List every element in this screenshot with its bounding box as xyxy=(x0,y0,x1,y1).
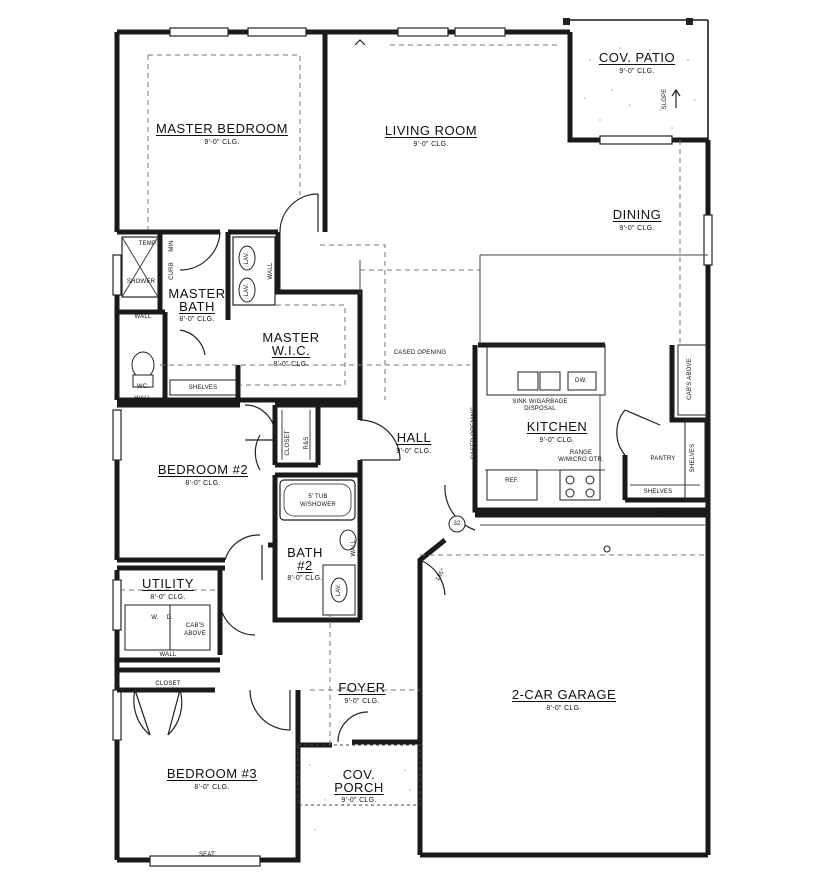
master-wic-label-1: MASTER xyxy=(262,330,320,345)
foyer-label: FOYER xyxy=(338,680,386,695)
shower-note: SHOWER xyxy=(126,279,156,285)
dining-ceiling: 9'-0" CLG. xyxy=(619,225,655,232)
rs-note: R&S xyxy=(304,436,310,450)
wc-note: WC. xyxy=(136,384,150,390)
ref-note: REF. xyxy=(505,478,519,484)
door-swings xyxy=(133,193,661,743)
bedroom2-ceiling: 8'-0" CLG. xyxy=(185,480,221,487)
living-room-ceiling: 9'-0" CLG. xyxy=(413,141,449,148)
range-note-2: W/MICRO OTR. xyxy=(558,457,604,463)
cov-porch-ceiling: 9'-0" CLG. xyxy=(341,797,377,804)
utility-cabs-note-1: CAB'S xyxy=(185,623,205,629)
master-bath-label-2: BATH xyxy=(179,299,215,314)
seat-note: SEAT xyxy=(198,852,216,858)
interior-walls xyxy=(117,32,708,745)
cov-porch-label-1: COV. xyxy=(342,767,376,782)
utility-ceiling: 8'-0" CLG. xyxy=(150,594,186,601)
bath2-wall-note: WALL xyxy=(351,539,357,557)
garage-label: 2-CAR GARAGE xyxy=(511,687,617,702)
bedroom3-label: BEDROOM #3 xyxy=(166,766,258,781)
slope-note: SLOPE xyxy=(662,88,668,110)
kitchen-ceiling: 9'-0" CLG. xyxy=(539,437,575,444)
master-wic-label-2: W.I.C. xyxy=(271,343,311,358)
curb-note: CURB xyxy=(169,262,175,280)
bath2-ceiling: 8'-0" CLG. xyxy=(287,575,323,582)
master-bedroom-ceiling: 9'-0" CLG. xyxy=(204,139,240,146)
garage-ceiling: 8'-0" CLG. xyxy=(546,705,582,712)
patio xyxy=(563,18,709,140)
wall-note-3: WALL xyxy=(134,396,152,402)
ceiling-lines xyxy=(147,44,708,745)
pantry-dimension: 5'-7½" xyxy=(658,511,680,518)
cased-opening-note-2: CASED OPENING xyxy=(471,406,477,460)
temp-note: TEMP. xyxy=(138,241,158,247)
utility-cabs-note-2: ABOVE xyxy=(184,631,206,637)
foyer-ceiling: 9'-0" CLG. xyxy=(344,698,380,705)
master-bath-label-1: MASTER xyxy=(168,286,226,301)
lav-note-1: LAV. xyxy=(244,251,250,265)
cased-opening-note-1: CASED OPENING xyxy=(393,350,447,356)
sink-note: SINK W/GARBAGE xyxy=(512,399,568,405)
bath2-label-1: BATH xyxy=(287,545,323,560)
dryer-note: D. xyxy=(166,615,174,621)
utility-label: UTILITY xyxy=(142,576,194,591)
utility-wall-note: WALL xyxy=(159,652,177,658)
dining-label: DINING xyxy=(612,207,662,222)
disposal-note: DISPOSAL xyxy=(524,406,556,412)
living-room-label: LIVING ROOM xyxy=(384,123,478,138)
cabs-above-note: CAB'S ABOVE xyxy=(687,358,693,400)
dw-note: DW. xyxy=(575,378,587,384)
tub-note-2: W/SHOWER xyxy=(300,502,336,508)
tub-note-1: 5' TUB xyxy=(308,494,328,500)
min-note: MIN xyxy=(169,240,175,252)
bath2-label-2: #2 xyxy=(297,558,313,573)
fixtures xyxy=(120,39,707,831)
washer-note: W. xyxy=(151,615,159,621)
kitchen-label: KITCHEN xyxy=(526,419,588,434)
master-bedroom-label: MASTER BEDROOM xyxy=(156,121,288,136)
master-bath-ceiling: 8'-0" CLG. xyxy=(179,316,215,323)
wall-note-2: WALL xyxy=(134,314,152,320)
windows xyxy=(112,27,713,867)
cov-patio-ceiling: 9'-0" CLG. xyxy=(619,68,655,75)
bath2-lav-note: LAV. xyxy=(336,583,342,597)
closet-note-1: CLOSET xyxy=(285,430,291,456)
cov-porch-label-2: PORCH xyxy=(334,780,384,795)
master-shelves-note: SHELVES xyxy=(188,385,218,391)
range-note-1: RANGE xyxy=(569,450,593,456)
pantry-note: PANTRY xyxy=(650,456,676,462)
angle-32: 32 xyxy=(453,521,461,527)
hall-label: HALL xyxy=(396,430,432,445)
wall-note-1: WALL xyxy=(268,262,274,280)
pantry-shelves-note-2: SHELVES xyxy=(643,489,673,495)
hall-ceiling: 9'-0" CLG. xyxy=(396,448,432,455)
cov-patio-label: COV. PATIO xyxy=(598,50,676,65)
bedroom3-ceiling: 8'-0" CLG. xyxy=(194,784,230,791)
bedroom2-label: BEDROOM #2 xyxy=(157,462,249,477)
master-wic-ceiling: 8'-0" CLG. xyxy=(273,361,309,368)
bedroom3-closet-note: CLOSET xyxy=(155,681,181,687)
lav-note-2: LAV. xyxy=(244,283,250,297)
pantry-shelves-note-1: SHELVES xyxy=(690,443,696,473)
